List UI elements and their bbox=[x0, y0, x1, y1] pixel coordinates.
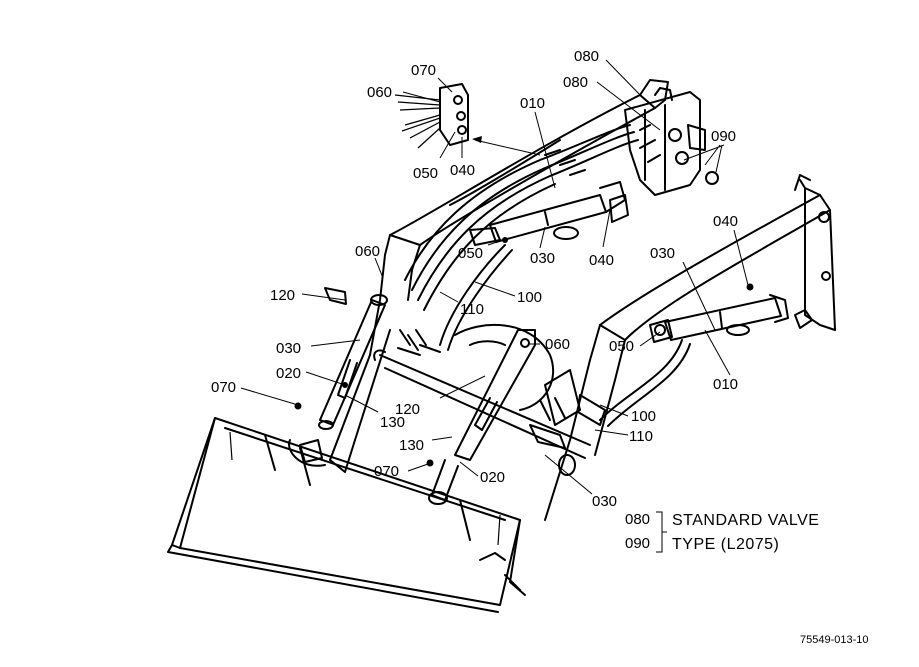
callout-070-left: 070 bbox=[211, 379, 236, 396]
callout-080-b: 080 bbox=[563, 74, 588, 91]
callout-110-left: 110 bbox=[460, 301, 484, 318]
callout-060-top: 060 bbox=[367, 84, 392, 101]
legend-line-1: STANDARD VALVE bbox=[672, 512, 819, 529]
bucket-drawing bbox=[167, 417, 526, 613]
right-lower-hoses-drawing bbox=[529, 339, 691, 449]
line-art bbox=[167, 79, 836, 613]
callout-050-mid: 050 bbox=[458, 245, 483, 262]
legend-bracket bbox=[656, 511, 667, 553]
part-marker-dots bbox=[294, 237, 754, 467]
callout-040-right: 040 bbox=[713, 213, 738, 230]
legend-line-2: TYPE (L2075) bbox=[672, 536, 779, 553]
legend-code-080: 080 bbox=[625, 511, 650, 528]
left-boom-drawing bbox=[329, 79, 669, 473]
callout-030-left: 030 bbox=[276, 340, 301, 357]
callout-130-center: 130 bbox=[399, 437, 424, 454]
boom-cylinder-top-drawing bbox=[469, 181, 629, 246]
callout-050-top: 050 bbox=[413, 165, 438, 182]
callout-010-top: 010 bbox=[520, 95, 545, 112]
callout-070-top: 070 bbox=[411, 62, 436, 79]
callout-120-center: 120 bbox=[395, 401, 420, 418]
coupler-block-drawing bbox=[394, 83, 541, 156]
leader-lines bbox=[240, 59, 749, 495]
callout-060-center: 060 bbox=[545, 336, 570, 353]
callout-030-bottom: 030 bbox=[592, 493, 617, 510]
boom-cylinder-right-drawing bbox=[649, 294, 789, 343]
callout-060-left: 060 bbox=[355, 243, 380, 260]
drawing-number: 75549-013-10 bbox=[800, 634, 869, 646]
valve-type-legend: 080 090 STANDARD VALVE TYPE (L2075) bbox=[625, 511, 819, 553]
left-lift-cylinder-drawing bbox=[299, 287, 388, 463]
callout-100-left: 100 bbox=[517, 289, 542, 306]
right-boom-drawing bbox=[544, 174, 836, 521]
control-valve-drawing bbox=[624, 87, 719, 196]
callout-labels: 070 060 050 040 010 080 080 090 050 030 … bbox=[211, 48, 738, 510]
callout-020-left: 020 bbox=[276, 365, 301, 382]
callout-110-right: 110 bbox=[629, 428, 653, 445]
left-lower-hoses-drawing bbox=[397, 340, 506, 356]
callout-090: 090 bbox=[711, 128, 736, 145]
callout-040-top: 040 bbox=[450, 162, 475, 179]
hose-bundle-drawing bbox=[399, 124, 639, 351]
callout-040-mid: 040 bbox=[589, 252, 614, 269]
callout-050-right: 050 bbox=[609, 338, 634, 355]
callout-100-right: 100 bbox=[631, 408, 656, 425]
center-bucket-cylinder-drawing bbox=[428, 323, 555, 505]
callout-020-center: 020 bbox=[480, 469, 505, 486]
callout-070-center: 070 bbox=[374, 463, 399, 480]
legend-code-090: 090 bbox=[625, 535, 650, 552]
callout-080-a: 080 bbox=[574, 48, 599, 65]
cross-tube-drawing bbox=[373, 349, 591, 459]
callout-130-left: 130 bbox=[380, 414, 405, 431]
callout-030-right: 030 bbox=[650, 245, 675, 262]
callout-010-right: 010 bbox=[713, 376, 738, 393]
callout-030-mid: 030 bbox=[530, 250, 555, 267]
callout-120-left: 120 bbox=[270, 287, 295, 304]
